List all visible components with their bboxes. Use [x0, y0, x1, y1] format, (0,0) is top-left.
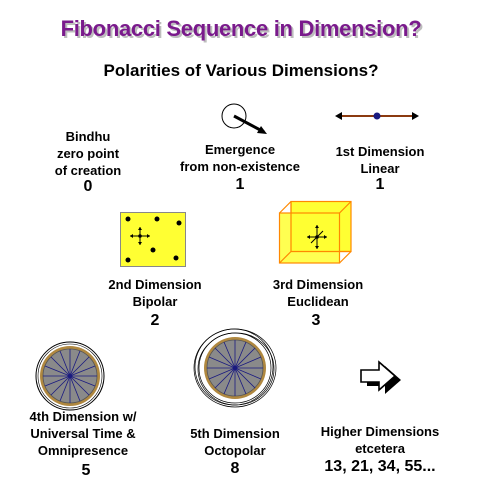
number-bindhu: 0 [83, 178, 93, 195]
sphere-4d-icon [35, 341, 105, 411]
square-icon [120, 212, 186, 267]
cube-icon [278, 200, 352, 264]
page-title: Fibonacci Sequence in Dimension? [60, 16, 422, 41]
label-bindhu: Bindhu zero point of creation [54, 129, 122, 178]
label-higher-dimensions: Higher Dimensions etcetera [320, 424, 440, 456]
label-3rd-dimension: 3rd Dimension Euclidean [272, 277, 364, 309]
label-4th-dimension: 4th Dimension w/ Universal Time & Omnipr… [29, 409, 137, 458]
number-3rd-dimension: 3 [311, 312, 321, 329]
number-5th-dimension: 8 [230, 460, 240, 477]
sphere-5d-icon [193, 328, 277, 408]
emergence-circle-icon [221, 103, 267, 134]
arrow-right-icon [360, 360, 401, 394]
label-emergence: Emergence from non-existence [180, 142, 300, 174]
number-1st-dimension: 1 [375, 176, 385, 193]
line-segment-icon [335, 112, 419, 120]
number-4th-dimension: 5 [81, 462, 91, 479]
page-subtitle: Polarities of Various Dimensions? [103, 61, 379, 80]
label-5th-dimension: 5th Dimension Octopolar [190, 426, 280, 458]
label-2nd-dimension: 2nd Dimension Bipolar [108, 277, 202, 309]
number-2nd-dimension: 2 [150, 312, 160, 329]
label-1st-dimension: 1st Dimension Linear [335, 144, 425, 176]
number-higher-dimensions: 13, 21, 34, 55... [324, 458, 436, 475]
number-emergence: 1 [235, 176, 245, 193]
